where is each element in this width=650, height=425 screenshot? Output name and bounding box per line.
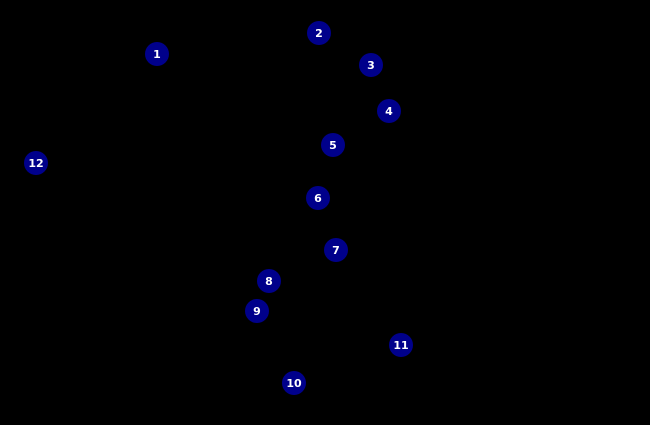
numbered-marker-8[interactable]: 8 xyxy=(257,269,281,293)
numbered-marker-2[interactable]: 2 xyxy=(307,21,331,45)
numbered-marker-11[interactable]: 11 xyxy=(389,333,413,357)
numbered-marker-4[interactable]: 4 xyxy=(377,99,401,123)
numbered-marker-6[interactable]: 6 xyxy=(306,186,330,210)
numbered-marker-7[interactable]: 7 xyxy=(324,238,348,262)
numbered-marker-10[interactable]: 10 xyxy=(282,371,306,395)
numbered-marker-5[interactable]: 5 xyxy=(321,133,345,157)
numbered-marker-12[interactable]: 12 xyxy=(24,151,48,175)
numbered-marker-3[interactable]: 3 xyxy=(359,53,383,77)
numbered-marker-1[interactable]: 1 xyxy=(145,42,169,66)
numbered-marker-9[interactable]: 9 xyxy=(245,299,269,323)
